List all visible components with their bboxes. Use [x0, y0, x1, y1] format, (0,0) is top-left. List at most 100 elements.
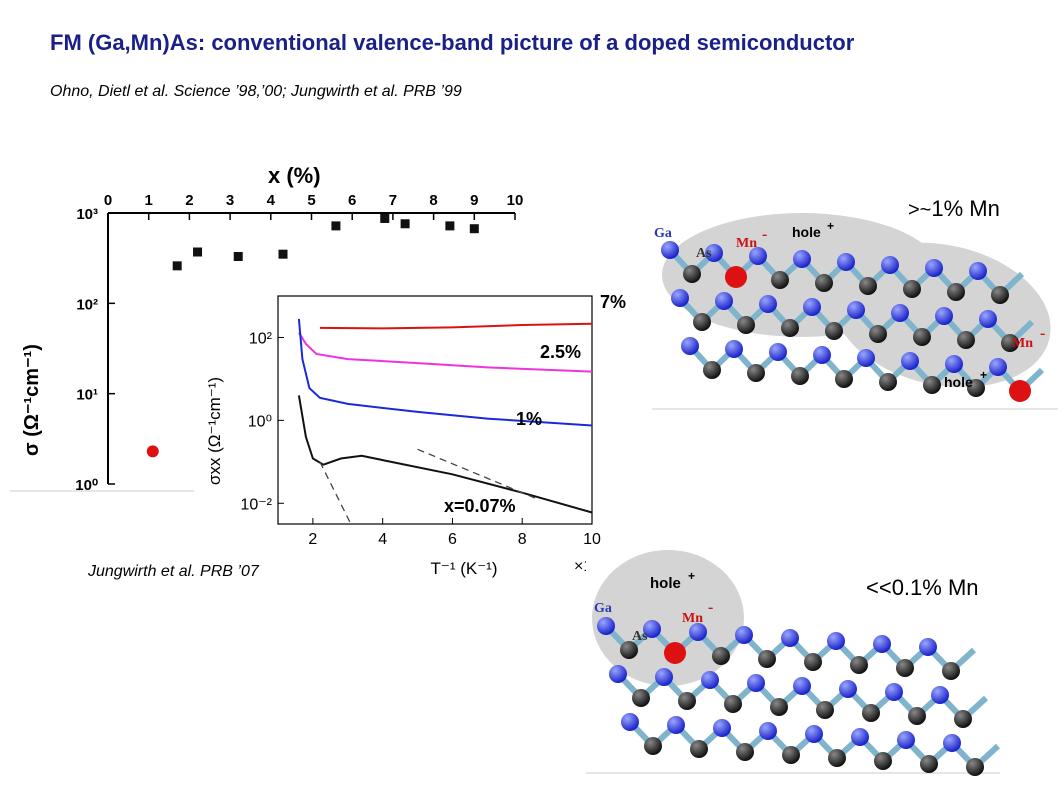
gtrsim-symbol: >~ — [908, 199, 932, 221]
as-atom — [942, 662, 960, 680]
ga-atom — [747, 674, 765, 692]
crystal-high-doping-illustration: Ga As Mn - hole + Mn - hole + — [652, 195, 1058, 410]
ga-atom — [813, 346, 831, 364]
chart2-y-tick-label: 10⁻² — [240, 496, 272, 513]
chart2-frame — [277, 295, 593, 525]
as-atom — [678, 692, 696, 710]
label-as: As — [696, 246, 712, 261]
as-atom — [903, 280, 921, 298]
chart2-xlabel: T⁻¹ (K⁻¹) — [430, 559, 497, 578]
as-atom — [781, 319, 799, 337]
ga-atom — [885, 683, 903, 701]
label-hole-bottom: hole — [650, 575, 681, 592]
mn-atom — [664, 642, 686, 664]
as-atom — [908, 707, 926, 725]
as-atom — [644, 737, 662, 755]
label-hole-2: hole — [944, 374, 973, 390]
as-atom — [815, 274, 833, 292]
chart1-x-tick-label: 1 — [145, 192, 153, 209]
ga-atom — [759, 722, 777, 740]
ga-atom — [881, 256, 899, 274]
label-mn-bottom-minus: - — [708, 599, 713, 616]
as-atom — [991, 286, 1009, 304]
chart1-x-tick-label: 10 — [507, 192, 524, 209]
lattice-atoms — [661, 241, 1031, 402]
as-atom — [771, 271, 789, 289]
chart1-y-tick-label: 10¹ — [76, 387, 98, 404]
chart1-x-tick-label: 7 — [389, 192, 397, 209]
ga-atom — [803, 298, 821, 316]
ga-atom — [735, 626, 753, 644]
ga-atom — [837, 253, 855, 271]
ga-atom — [851, 728, 869, 746]
as-atom — [791, 367, 809, 385]
ga-atom — [793, 250, 811, 268]
ga-atom — [667, 716, 685, 734]
label-as-bottom: As — [632, 629, 648, 644]
as-atom — [737, 316, 755, 334]
lattice-atoms — [597, 617, 984, 776]
ga-atom — [661, 241, 679, 259]
ga-atom — [943, 734, 961, 752]
as-atom — [966, 758, 984, 776]
chart2-series-2-5- — [298, 332, 593, 373]
ga-atom — [621, 713, 639, 731]
chart1-y-tick-label: 10³ — [76, 206, 98, 223]
ga-atom — [979, 310, 997, 328]
chart1-y-tick-label: 10⁰ — [75, 477, 98, 494]
ga-atom — [925, 259, 943, 277]
concentration-high: >~1% Mn — [908, 196, 1000, 222]
mn-atom — [725, 266, 747, 288]
reference-bottom: Jungwirth et al. PRB ’07 — [88, 563, 259, 580]
chart1-data-point-square — [380, 213, 390, 223]
as-atom — [957, 331, 975, 349]
ga-atom — [715, 292, 733, 310]
as-atom — [620, 641, 638, 659]
chart1-x-tick-label: 9 — [470, 192, 478, 209]
annotation-2-5pct: 2.5% — [540, 342, 581, 362]
chart1-x-tick-label: 8 — [429, 192, 437, 209]
chart2-ylabel: σxx (Ω⁻¹cm⁻¹) — [205, 377, 224, 485]
ga-atom — [713, 719, 731, 737]
ga-atom — [969, 262, 987, 280]
chart1-xlabel: x (%) — [268, 163, 321, 188]
as-atom — [923, 376, 941, 394]
mn-atom — [1009, 380, 1031, 402]
chart1-x-tick-label: 0 — [104, 192, 112, 209]
as-atom — [850, 656, 868, 674]
ga-atom — [759, 295, 777, 313]
chart1-x-tick-label: 6 — [348, 192, 356, 209]
as-atom — [869, 325, 887, 343]
concentration-high-label: 1% Mn — [931, 196, 1000, 221]
chart1-data-point-square — [233, 251, 243, 261]
chart1-data-point-square — [469, 224, 479, 234]
chart2-series-fit-high — [417, 448, 540, 501]
label-ga: Ga — [654, 226, 672, 241]
chart2-x-tick-label: 10 — [583, 531, 601, 548]
ga-atom — [701, 671, 719, 689]
ga-atom — [643, 620, 661, 638]
ga-atom — [749, 247, 767, 265]
ga-atom — [897, 731, 915, 749]
as-atom — [724, 695, 742, 713]
ga-atom — [725, 340, 743, 358]
label-mn-2-minus: - — [1040, 325, 1045, 342]
chart1-y-tick-label: 10² — [76, 296, 98, 313]
chart2-series-x-0-07- — [297, 395, 593, 514]
chart2-series-7- — [319, 322, 593, 330]
as-atom — [896, 659, 914, 677]
ga-atom — [891, 304, 909, 322]
chart2-x-tick-label: 4 — [378, 531, 387, 548]
slide-title: FM (Ga,Mn)As: conventional valence-band … — [50, 30, 855, 55]
ga-atom — [935, 307, 953, 325]
ga-atom — [919, 638, 937, 656]
chart2-series-1- — [297, 318, 593, 427]
ga-atom — [931, 686, 949, 704]
as-atom — [828, 749, 846, 767]
chart1-x-tick-label: 2 — [185, 192, 193, 209]
as-atom — [693, 313, 711, 331]
label-hole-1-plus: + — [827, 219, 834, 233]
chart1-data-point-square — [193, 247, 203, 257]
